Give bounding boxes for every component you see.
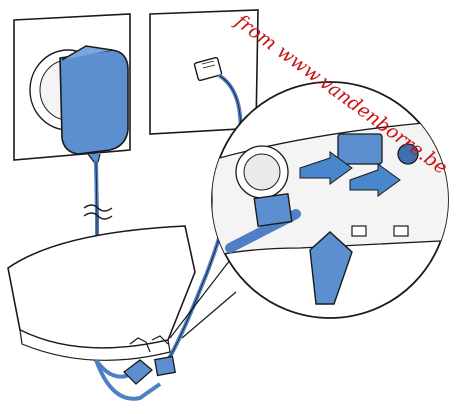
arrow-icon [299, 151, 401, 197]
power-adapter-icon [59, 45, 129, 163]
base-station-icon [7, 225, 196, 361]
plugs-at-base-icon [94, 355, 177, 401]
zoom-callout-icon [211, 81, 449, 319]
cable-break-icon [83, 204, 113, 220]
